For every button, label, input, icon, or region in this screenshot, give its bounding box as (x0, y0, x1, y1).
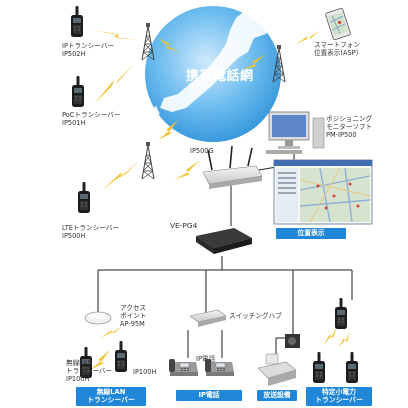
specified-radio-caption: 特定小電力トランシーバー (306, 387, 372, 406)
position-display-caption: 位置表示 (276, 228, 346, 239)
ip502h-radio-icon (71, 6, 83, 37)
pc-icon (266, 111, 325, 154)
cell-tower-icon (141, 141, 155, 180)
vepg4-icon (196, 228, 252, 254)
switching-hub-icon (189, 309, 227, 327)
switching-hub-label: スイッチングハブ (229, 312, 282, 320)
specified-radio-icon (346, 352, 358, 383)
ip-phone-label: IP電話 (196, 355, 216, 363)
access-point-icon (84, 311, 112, 325)
ip100h-label: IP100H (133, 368, 157, 376)
wireless-link-icons (90, 30, 350, 370)
smartphone-label: スマートフォン位置表示(ASP) (314, 41, 360, 57)
positioning-map-screenshot (273, 159, 373, 225)
mobile-network-globe (145, 6, 281, 142)
smartphone-icon (325, 8, 351, 40)
ip-phone-caption: IP電話 (176, 390, 242, 401)
specified-radio-icon (313, 352, 325, 383)
network-title: 携帯電話網 (186, 69, 254, 84)
ip500g-label: IP500G (190, 147, 214, 155)
ip500g-gateway-icon (202, 145, 263, 189)
ip500h-radio-icon (78, 182, 90, 213)
ip100h-radio-icon (115, 341, 127, 372)
ip501h-radio-icon (72, 76, 84, 107)
specified-radio-icon (335, 298, 347, 329)
vepg4-label: VE-PG4 (170, 221, 198, 230)
broadcast-caption: 放送設備 (257, 390, 297, 401)
ip-phone-icon (168, 358, 199, 377)
broadcast-equipment-icon (257, 334, 300, 386)
